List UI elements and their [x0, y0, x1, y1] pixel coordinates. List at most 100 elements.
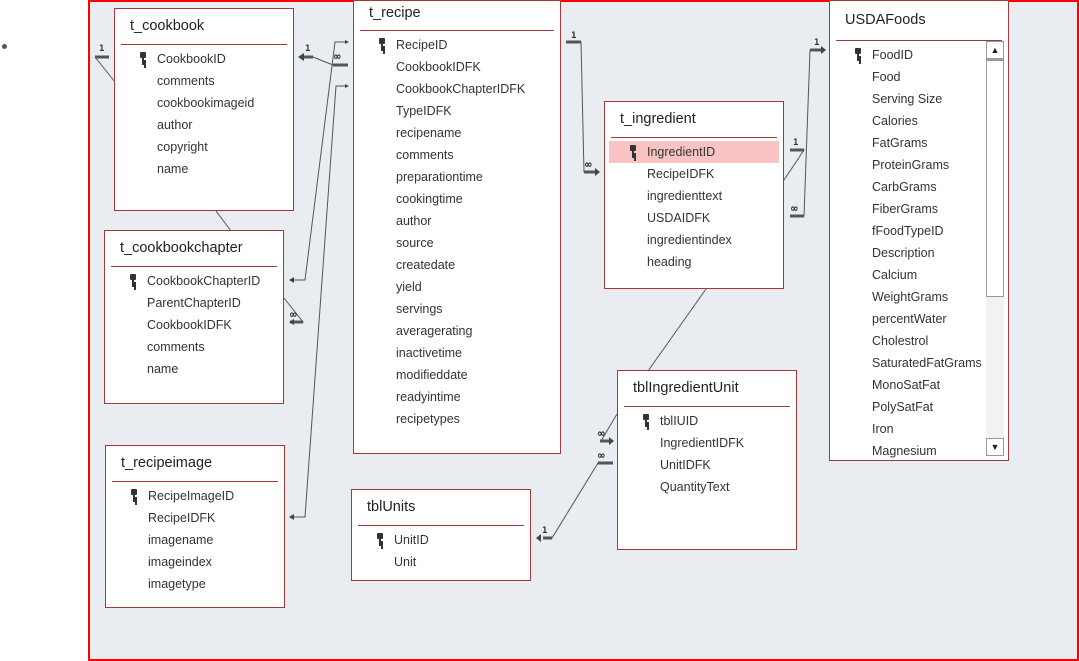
field-row[interactable]: RecipeID — [354, 34, 560, 56]
field-row[interactable]: Magnesium — [830, 440, 1008, 462]
table-title[interactable]: t_cookbook — [130, 18, 205, 34]
field-name: QuantityText — [660, 480, 730, 494]
table-title[interactable]: t_cookbookchapter — [120, 240, 243, 256]
field-row[interactable]: ingredientindex — [605, 229, 783, 251]
field-row[interactable]: comments — [354, 144, 560, 166]
field-row[interactable]: inactivetime — [354, 342, 560, 364]
field-row[interactable]: CookbookIDFK — [354, 56, 560, 78]
field-row[interactable]: author — [115, 114, 293, 136]
field-row[interactable]: imageindex — [106, 551, 284, 573]
field-row[interactable]: UnitID — [352, 529, 530, 551]
field-row[interactable]: tblIUID — [618, 410, 796, 432]
vertical-scrollbar[interactable]: ▲▼ — [986, 41, 1004, 456]
field-row[interactable]: FiberGrams — [830, 198, 1008, 220]
field-row[interactable]: UnitIDFK — [618, 454, 796, 476]
field-row[interactable]: cookbookimageid — [115, 92, 293, 114]
field-name: name — [157, 162, 189, 176]
field-row[interactable]: Calcium — [830, 264, 1008, 286]
field-row[interactable]: name — [115, 158, 293, 180]
field-row[interactable]: recipetypes — [354, 408, 560, 430]
field-row[interactable]: Iron — [830, 418, 1008, 440]
field-row[interactable]: USDAIDFK — [605, 207, 783, 229]
field-row[interactable]: TypeIDFK — [354, 100, 560, 122]
field-row[interactable]: createdate — [354, 254, 560, 276]
field-row[interactable]: Calories — [830, 110, 1008, 132]
table-title[interactable]: t_ingredient — [620, 111, 696, 127]
field-row[interactable]: name — [105, 358, 283, 380]
field-row[interactable]: Description — [830, 242, 1008, 264]
table-title-divider — [111, 266, 277, 267]
table-title[interactable]: t_recipe — [369, 5, 421, 21]
field-row[interactable]: RecipeImageID — [106, 485, 284, 507]
field-row[interactable]: averagerating — [354, 320, 560, 342]
field-row[interactable]: Serving Size — [830, 88, 1008, 110]
field-row[interactable]: source — [354, 232, 560, 254]
table-title[interactable]: tblUnits — [367, 499, 416, 515]
field-row[interactable]: Unit — [352, 551, 530, 573]
field-name: cookingtime — [396, 192, 463, 206]
field-row[interactable]: SaturatedFatGrams — [830, 352, 1008, 374]
scroll-up-button[interactable]: ▲ — [986, 41, 1004, 59]
field-row[interactable]: CookbookChapterIDFK — [354, 78, 560, 100]
field-row[interactable]: FoodID — [830, 44, 1008, 66]
field-row[interactable]: readyintime — [354, 386, 560, 408]
field-row[interactable]: ParentChapterID — [105, 292, 283, 314]
field-row[interactable]: imagename — [106, 529, 284, 551]
field-row[interactable]: ProteinGrams — [830, 154, 1008, 176]
field-row[interactable]: CookbookID — [115, 48, 293, 70]
field-row[interactable]: comments — [105, 336, 283, 358]
field-row[interactable]: fFoodTypeID — [830, 220, 1008, 242]
cardinality-one-label: 1 — [571, 31, 577, 41]
field-row[interactable]: CookbookChapterID — [105, 270, 283, 292]
field-row[interactable]: MonoSatFat — [830, 374, 1008, 396]
field-row[interactable]: RecipeIDFK — [605, 163, 783, 185]
field-row[interactable]: imagetype — [106, 573, 284, 595]
field-row[interactable]: cookingtime — [354, 188, 560, 210]
field-row[interactable]: servings — [354, 298, 560, 320]
field-row[interactable]: PolySatFat — [830, 396, 1008, 418]
field-row[interactable]: percentWater — [830, 308, 1008, 330]
field-row[interactable]: heading — [605, 251, 783, 273]
field-row[interactable]: FatGrams — [830, 132, 1008, 154]
field-row[interactable]: copyright — [115, 136, 293, 158]
field-row[interactable]: ingredienttext — [605, 185, 783, 207]
field-row[interactable]: yield — [354, 276, 560, 298]
scroll-down-button[interactable]: ▼ — [986, 438, 1004, 456]
field-row[interactable]: CookbookIDFK — [105, 314, 283, 336]
field-row[interactable]: Cholestrol — [830, 330, 1008, 352]
cardinality-many-label: ∞ — [598, 449, 605, 462]
field-row[interactable]: Food — [830, 66, 1008, 88]
field-row[interactable]: CarbGrams — [830, 176, 1008, 198]
field-row[interactable]: author — [354, 210, 560, 232]
field-name: recipetypes — [396, 412, 460, 426]
field-row[interactable]: preparationtime — [354, 166, 560, 188]
field-row[interactable]: IngredientIDFK — [618, 432, 796, 454]
table-title[interactable]: t_recipeimage — [121, 455, 213, 471]
field-row[interactable]: WeightGrams — [830, 286, 1008, 308]
field-row[interactable]: comments — [115, 70, 293, 92]
table-title[interactable]: USDAFoods — [845, 12, 926, 28]
field-row[interactable]: IngredientID — [609, 141, 779, 163]
scrollbar-thumb[interactable] — [986, 59, 1004, 297]
field-row[interactable]: QuantityText — [618, 476, 796, 498]
field-row[interactable]: RecipeIDFK — [106, 507, 284, 529]
table-title[interactable]: tblIngredientUnit — [633, 380, 739, 396]
field-row[interactable]: modifieddate — [354, 364, 560, 386]
field-row[interactable]: recipename — [354, 122, 560, 144]
